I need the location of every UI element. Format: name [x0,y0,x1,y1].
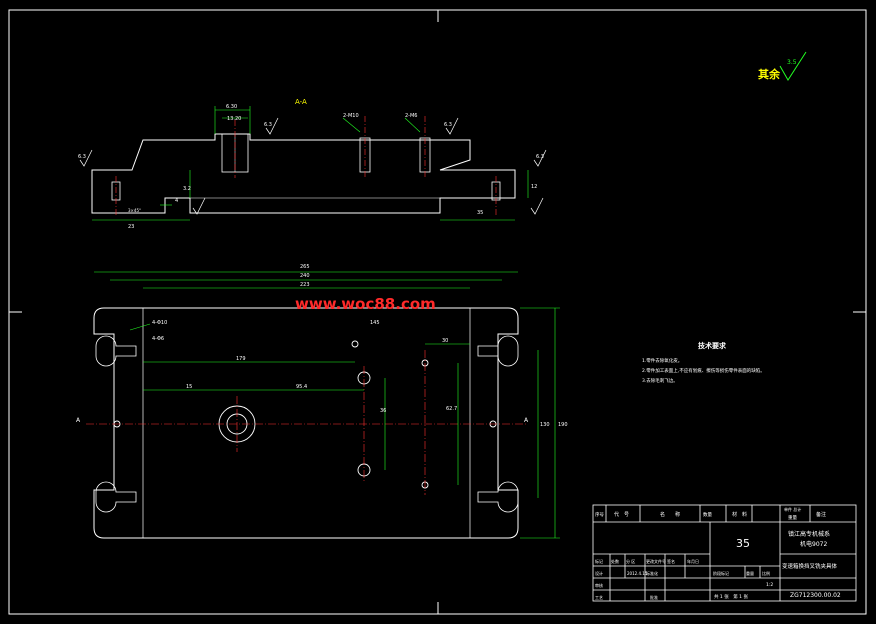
dim-30: 30 [442,338,448,344]
dim-15: 15 [186,384,192,390]
tb-material: 35 [736,537,750,550]
hole-callout-2: 4-Φ6 [152,336,164,342]
dim-130: 130 [540,422,550,428]
tb-row-design: 设计 [595,570,603,576]
tb-row-approve: 批准 [650,594,658,600]
dim-h-small: 4 [175,198,178,204]
section-body [91,133,516,214]
tb-row-stage: 阶段标记 [713,570,729,576]
plan-dimensions [94,271,560,539]
plan-holes [113,340,497,489]
tb-row-sign: 签名 [667,558,675,564]
tb-sheet: 共 1 张 第 1 张 [714,593,748,600]
tb-row-doc: 更改文件号 [646,558,666,564]
tb-row-std: 标准化 [646,570,658,576]
tech-title: 技术要求 [698,341,727,350]
dim-179: 179 [236,356,246,362]
tb-hdr-seq: 序号 [595,511,604,518]
dim-240: 240 [300,273,310,279]
dim-w2: 13.20 [227,116,241,122]
dim-265: 265 [300,264,310,270]
hole-callout-1: 4-Φ10 [152,320,167,326]
tech-line-3: 3.去除毛刺飞边。 [642,377,678,384]
roughness-symbols [79,117,547,215]
dim-m10: 2-M10 [343,113,359,119]
dim-v-left: 3.2 [183,186,191,192]
title-block [592,504,857,602]
roughness-other-symbol [779,51,807,81]
dim-145: 145 [370,320,380,326]
tb-row-date: 年月日 [687,558,699,564]
tb-row-count: 处数 [611,558,619,564]
rough-mid: 6.3 [264,122,272,128]
dim-h-left: 23 [128,224,134,230]
border-ticks [9,10,866,614]
tb-row-zone: 分 区 [626,558,635,564]
dim-223: 223 [300,282,310,288]
tb-row-mark: 标记 [595,558,603,564]
tb-hdr-mat: 材 料 [732,511,747,518]
tb-row-date2: 2012.4.15 [627,571,648,576]
section-mark-left: A [76,417,81,424]
plan-slots [95,335,519,513]
dim-h-right: 35 [477,210,483,216]
note-chamfer: 3×45° [128,208,141,213]
tb-hdr-weight: 单件 总计 [784,506,801,512]
tb-hdr-weight2: 重量 [788,514,797,521]
roughness-other-value: 3.5 [787,59,797,66]
watermark: www.woc88.com [295,295,436,313]
tb-title: 变速箱换挡叉铣夹具体 [782,562,838,570]
dim-95: 95.4 [296,384,307,390]
dim-36: 36 [380,408,386,414]
roughness-other-label: 其余 [758,67,781,81]
tb-hdr-remark: 备注 [816,511,826,518]
rough-left: 6.3 [78,154,86,160]
tb-class: 机电9072 [800,540,827,548]
dim-190: 190 [558,422,568,428]
tech-line-1: 1.零件去除氧化皮。 [642,357,682,364]
tb-drawing-no: ZG712300.00.02 [790,592,841,599]
drawing-border [8,9,867,615]
tech-line-2: 2.零件加工表面上,不应有划痕、擦伤等损伤零件表面的缺陷。 [642,367,765,374]
section-dimensions [92,106,529,221]
plan-centerlines [86,350,528,495]
tb-row-scale: 比例 [762,570,770,576]
dim-w1: 6.30 [226,104,237,110]
dim-v-right: 12 [531,184,537,190]
tb-row-process: 工艺 [595,595,603,600]
section-title: A-A [295,98,307,106]
tb-hdr-code: 代 号 [614,511,629,518]
section-centerlines [115,116,497,216]
tb-row-check: 审核 [595,582,603,588]
rough-mid2: 6.3 [444,122,452,128]
plan-outline [93,307,519,539]
dim-m6: 2-M6 [405,113,417,119]
tb-row-weight: 重量 [746,570,754,576]
tb-hdr-qty: 数量 [703,511,712,518]
dim-62: 62.7 [446,406,457,412]
tb-school: 镇江高专机械系 [788,530,830,538]
tb-hdr-name: 名 称 [660,511,680,518]
section-mark-right: A [524,417,529,424]
rough-right: 6.3 [536,154,544,160]
tb-scale-val: 1:2 [766,582,773,588]
